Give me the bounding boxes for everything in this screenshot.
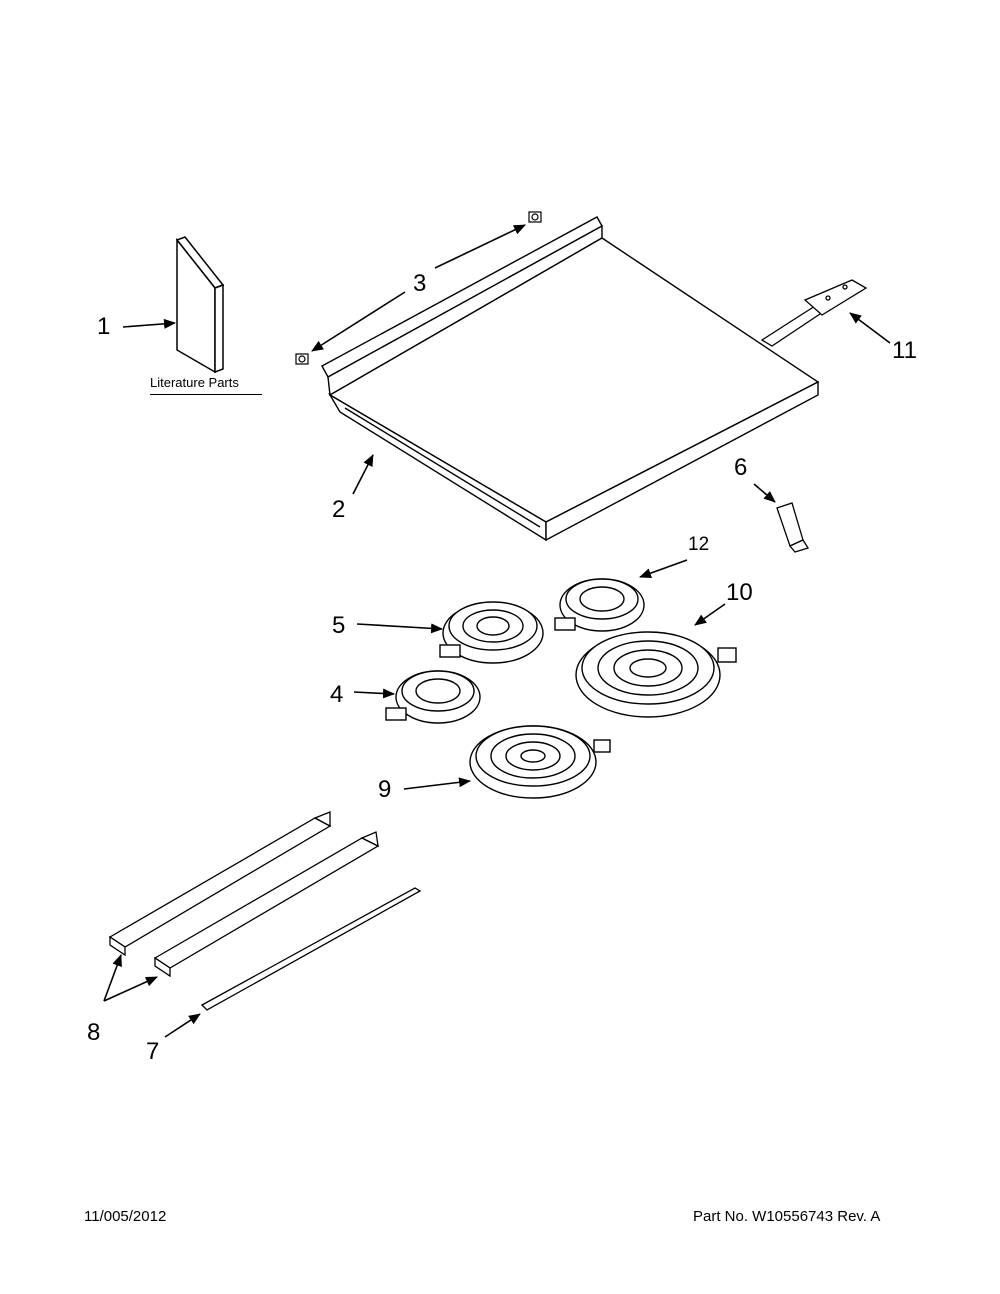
- footer-part-number: Part No. W10556743 Rev. A: [693, 1208, 881, 1225]
- callout-6: 6: [734, 454, 748, 481]
- element-10: [575, 631, 737, 718]
- clip-part: [776, 502, 809, 553]
- callout-4: 4: [330, 681, 344, 708]
- element-9: [469, 725, 611, 799]
- element-5: [439, 601, 544, 664]
- element-12: [554, 578, 645, 632]
- callout-10: 10: [726, 579, 753, 606]
- callout-9: 9: [378, 776, 392, 803]
- literature-label-underline: [150, 394, 262, 395]
- cooktop-glass: [321, 216, 820, 542]
- callout-3: 3: [413, 270, 427, 297]
- callout-12: 12: [688, 534, 710, 555]
- support-brackets: [108, 811, 380, 978]
- callout-2: 2: [332, 496, 346, 523]
- trim-strip: [200, 887, 422, 1011]
- screws: [295, 211, 542, 365]
- callout-1: 1: [97, 313, 111, 340]
- literature-parts-label: Literature Parts: [150, 375, 239, 390]
- literature-booklet: [175, 236, 225, 374]
- callout-7: 7: [146, 1038, 160, 1065]
- callout-11: 11: [892, 337, 917, 364]
- leader-arrows: [103, 224, 891, 1038]
- footer-date: 11/005/2012: [84, 1208, 167, 1225]
- callout-5: 5: [332, 612, 346, 639]
- wire-bracket: [760, 279, 868, 347]
- callout-8: 8: [87, 1019, 101, 1046]
- element-4: [385, 670, 481, 724]
